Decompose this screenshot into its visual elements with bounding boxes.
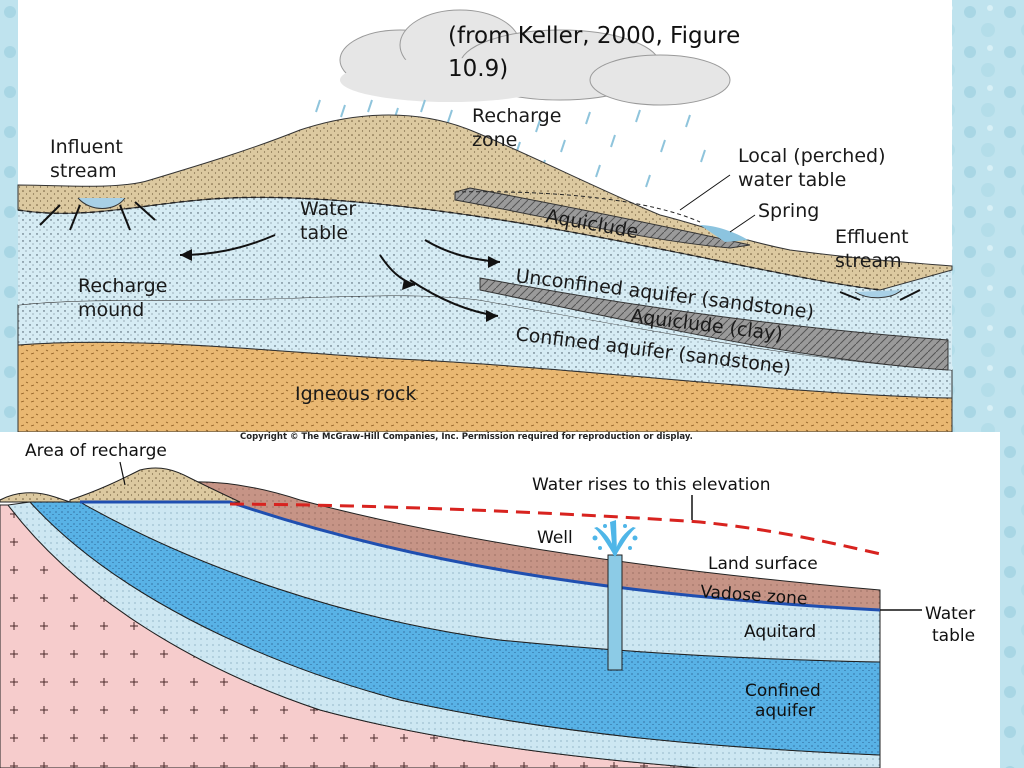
caption-line: 10.9) (448, 56, 509, 82)
hill-leader-line (119, 461, 126, 486)
water-table-line (17, 196, 881, 291)
top-figure: Influent stream Recharge zone Local (per… (17, 0, 953, 433)
label-water-table: Water (300, 198, 356, 220)
label-recharge-mound: Recharge (78, 275, 167, 297)
label-water-table: Water (925, 604, 975, 624)
spring-water (700, 225, 748, 242)
figure-caption: (from Keller, 2000, Figure 10.9) (448, 20, 808, 86)
label-influent-stream: Influent (50, 136, 123, 158)
label-influent-stream: stream (50, 160, 117, 182)
label-land-surface: Land surface (708, 554, 818, 574)
label-water-rises: Water rises to this elevation (532, 475, 771, 495)
label-effluent-stream: Effluent (835, 226, 909, 248)
well-casing (607, 554, 623, 671)
label-recharge-zone: Recharge (472, 105, 561, 127)
label-spring: Spring (758, 200, 819, 222)
rain-icon (315, 99, 706, 188)
label-effluent-stream: stream (835, 250, 902, 272)
perched-leader-line (679, 174, 731, 211)
influent-stream (77, 197, 126, 209)
bottom-figure: Copyright © The McGraw-Hill Companies, I… (0, 432, 1000, 768)
label-perched-water-table: Local (perched) (738, 145, 886, 167)
label-water-table: table (300, 222, 348, 244)
label-water-table: table (932, 626, 975, 646)
spring-leader-line (729, 214, 756, 233)
water-table-line (80, 500, 881, 612)
piezometric-surface-line (229, 502, 886, 557)
arrow-heads (180, 249, 500, 322)
label-recharge-zone: zone (472, 129, 517, 151)
copyright-notice: Copyright © The McGraw-Hill Companies, I… (240, 432, 693, 442)
aquiclude-clay-layer (479, 277, 949, 371)
label-confined-aquifer: aquifer (755, 701, 815, 721)
label-recharge-mound: mound (78, 299, 144, 321)
label-perched-water-table: water table (738, 169, 846, 191)
left-hill (0, 492, 71, 503)
perched-water-table (454, 191, 701, 223)
label-igneous-rock: Igneous rock (295, 383, 416, 405)
label-area-of-recharge: Area of recharge (25, 441, 167, 461)
cloud-icon (339, 9, 731, 106)
label-well: Well (537, 528, 573, 548)
fountain-icon (592, 520, 638, 557)
label-aquitard: Aquitard (744, 622, 816, 642)
caption-line: (from Keller, 2000, Figure (448, 23, 741, 49)
effluent-stream (854, 289, 903, 299)
recharge-hill (69, 467, 241, 503)
upper-aquiclude (454, 187, 751, 249)
label-confined-aquifer: Confined (745, 681, 821, 701)
